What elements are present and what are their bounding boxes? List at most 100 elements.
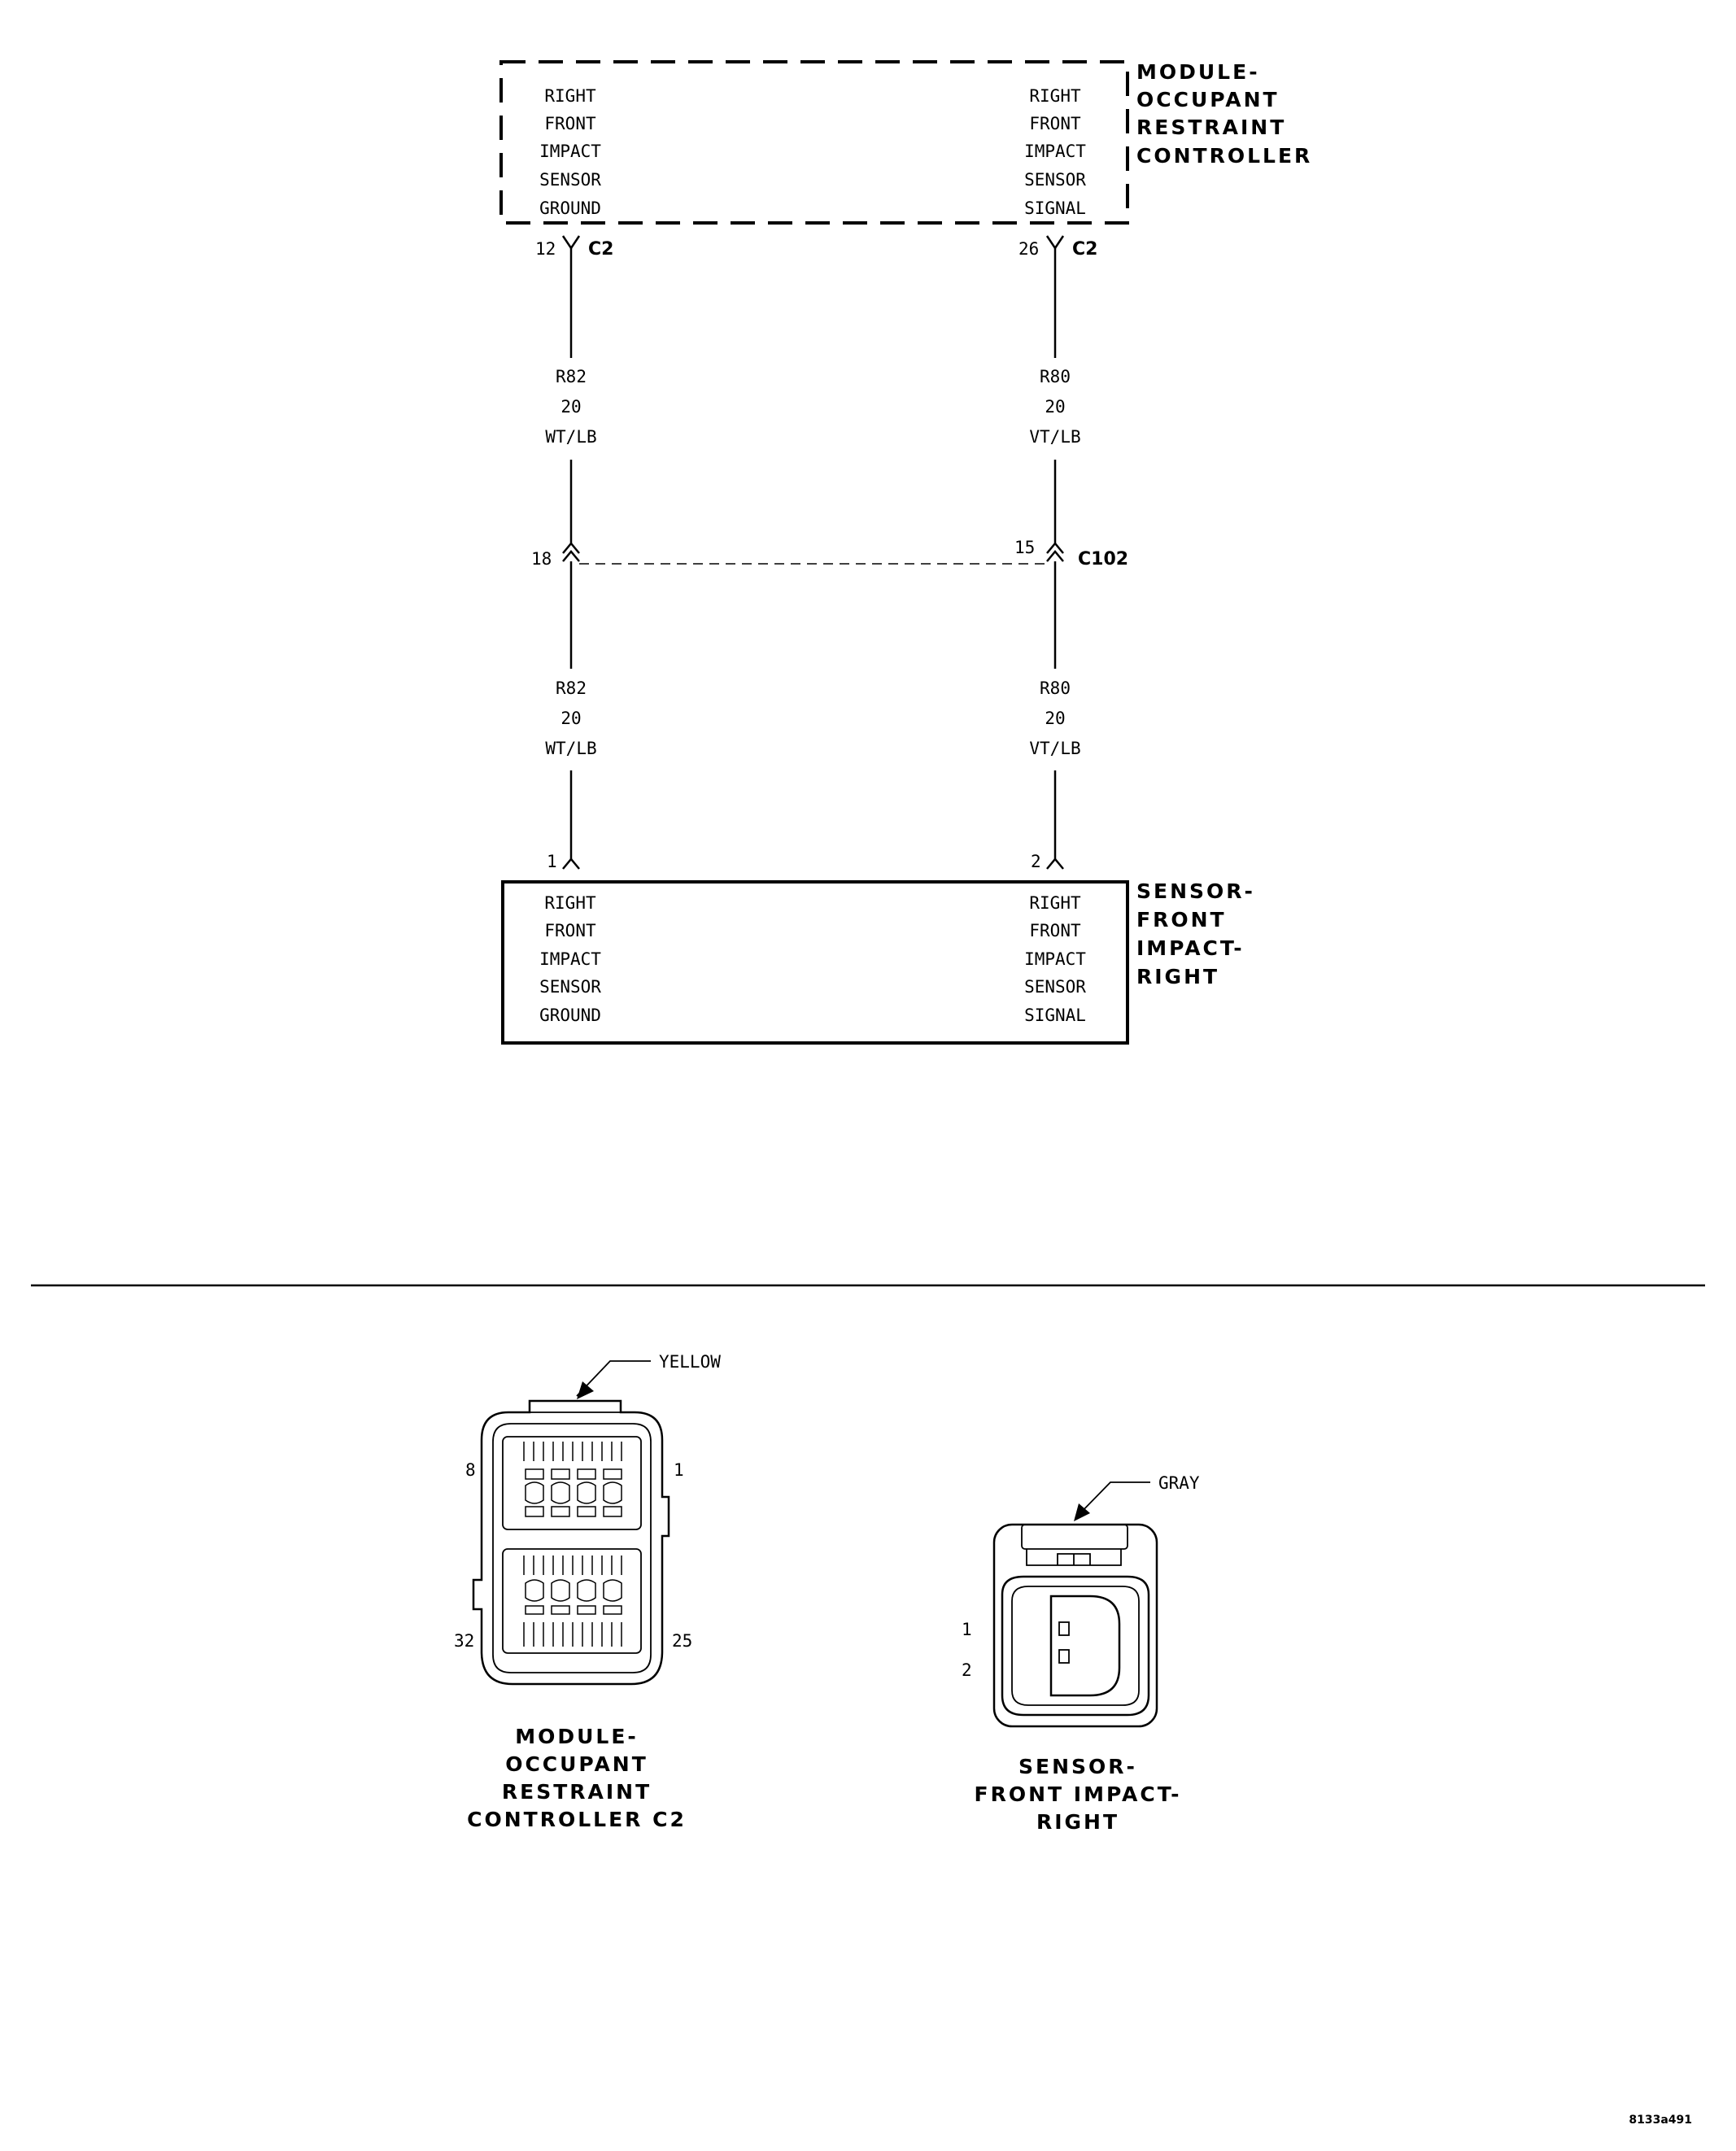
wire-gauge: 20 xyxy=(1045,709,1065,728)
sensor-left-line: FRONT xyxy=(544,921,596,940)
caption-line: RIGHT xyxy=(1036,1810,1119,1834)
module-right-line: RIGHT xyxy=(1029,86,1081,106)
connector-view-sensor: GRAY 1 2 SENSOR- FRONT IMPACT- RIGHT xyxy=(962,1473,1200,1834)
pin-number: 2 xyxy=(962,1660,972,1680)
caption-line: MODULE- xyxy=(515,1725,639,1748)
pin-number: 1 xyxy=(962,1620,972,1639)
pin-number: 18 xyxy=(531,549,552,569)
callout-leader xyxy=(576,1360,651,1397)
pin-number: 32 xyxy=(454,1631,474,1651)
sensor-title-line: IMPACT- xyxy=(1136,936,1245,960)
wire-color: WT/LB xyxy=(545,427,596,447)
sensor-signal-label: RIGHT FRONT IMPACT SENSOR SIGNAL xyxy=(1024,893,1086,1025)
wire-label-r82-lower: R82 20 WT/LB xyxy=(545,678,596,758)
callout-arrow xyxy=(1074,1503,1090,1521)
pin-terminal-symbol xyxy=(562,857,580,870)
connector-shroud-inner xyxy=(1011,1586,1140,1706)
module-title-line: CONTROLLER xyxy=(1136,144,1312,168)
terminal-keyway xyxy=(1049,1595,1121,1697)
wire-gauge: 20 xyxy=(1045,397,1065,417)
module-title-line: OCCUPANT xyxy=(1136,88,1280,111)
connector-name: C102 xyxy=(1078,549,1128,569)
connector-name: C2 xyxy=(1072,239,1097,260)
pin-number: 12 xyxy=(535,239,556,259)
pin-terminal-symbol xyxy=(1046,857,1064,870)
wire-circuit: R80 xyxy=(1040,678,1071,698)
sensor-right-line: SIGNAL xyxy=(1024,1006,1086,1025)
sensor-right-line: IMPACT xyxy=(1024,949,1086,969)
connector-shroud xyxy=(1001,1575,1150,1717)
cavity-ribs-mid xyxy=(523,1555,622,1575)
module-left-line: RIGHT xyxy=(544,86,596,106)
cavity-block-lower xyxy=(502,1548,642,1654)
latch-detail xyxy=(1026,1549,1122,1566)
connector-color: YELLOW xyxy=(659,1352,721,1372)
sensor-box-outline xyxy=(501,880,1129,1045)
connector-name: C2 xyxy=(588,239,613,260)
module-pin-right: 26 C2 xyxy=(1018,235,1097,260)
caption-line: FRONT IMPACT- xyxy=(975,1782,1182,1806)
connector-color: GRAY xyxy=(1158,1473,1200,1493)
sensor-left-line: RIGHT xyxy=(544,893,596,913)
connector-latch xyxy=(1021,1524,1128,1550)
figure-id: 8133a491 xyxy=(1629,2114,1692,2127)
cavity-ribs-bottom xyxy=(523,1622,622,1647)
connector-symbol-left xyxy=(562,542,580,562)
pin-terminal-symbol xyxy=(561,235,581,251)
pin-number: 8 xyxy=(465,1460,476,1480)
connector-symbol-right xyxy=(1046,542,1064,562)
module-left-line: GROUND xyxy=(539,199,601,218)
pin-number: 26 xyxy=(1018,239,1039,259)
wire-color: VT/LB xyxy=(1029,427,1080,447)
pin-number: 1 xyxy=(547,852,557,871)
sensor-front-impact-right: RIGHT FRONT IMPACT SENSOR GROUND RIGHT F… xyxy=(501,879,1255,1045)
wire-label-r82-upper: R82 20 WT/LB xyxy=(545,367,596,447)
pin-number: 25 xyxy=(672,1631,692,1651)
wire-label-r80-lower: R80 20 VT/LB xyxy=(1029,678,1080,758)
wire-circuit: R80 xyxy=(1040,367,1071,386)
wire-circuit: R82 xyxy=(556,367,587,386)
module-title: MODULE- OCCUPANT RESTRAINT CONTROLLER xyxy=(1136,60,1312,168)
module-box-outline xyxy=(499,60,1129,225)
caption-line: CONTROLLER C2 xyxy=(467,1808,687,1831)
module-signal-label: RIGHT FRONT IMPACT SENSOR SIGNAL xyxy=(1024,86,1086,218)
sensor-ground-label: RIGHT FRONT IMPACT SENSOR GROUND xyxy=(539,893,601,1025)
inline-connector-c102: 18 15 C102 xyxy=(531,538,1128,569)
connector-housing-outer xyxy=(472,1399,670,1686)
pin-number: 1 xyxy=(674,1460,684,1480)
module-left-line: IMPACT xyxy=(539,142,601,161)
caption-line: OCCUPANT xyxy=(505,1752,648,1776)
caption-line: RESTRAINT xyxy=(502,1780,652,1804)
sensor-title: SENSOR- FRONT IMPACT- RIGHT xyxy=(1136,879,1255,988)
sensor-title-line: SENSOR- xyxy=(1136,879,1255,903)
module-pin-left: 12 C2 xyxy=(535,235,613,260)
cavity-pins-row1 xyxy=(525,1468,622,1480)
cavity-ribs-top xyxy=(523,1442,622,1461)
terminal-cavity-1 xyxy=(1058,1621,1070,1636)
module-right-line: FRONT xyxy=(1029,114,1081,133)
pin-number: 15 xyxy=(1014,538,1035,557)
cavity-rows xyxy=(523,1442,622,1647)
cavity-pins-row5 xyxy=(525,1605,622,1615)
sensor-right-line: FRONT xyxy=(1029,921,1081,940)
module-right-line: SENSOR xyxy=(1024,170,1086,190)
sensor-pin-left: 1 xyxy=(547,852,580,871)
callout-leader xyxy=(1075,1481,1150,1519)
wire-gauge: 20 xyxy=(560,709,581,728)
callout-arrow xyxy=(577,1381,594,1399)
connector-caption: MODULE- OCCUPANT RESTRAINT CONTROLLER C2 xyxy=(467,1725,687,1831)
sensor-left-line: IMPACT xyxy=(539,949,601,969)
cavity-pins-row4 xyxy=(525,1579,622,1602)
module-ground-label: RIGHT FRONT IMPACT SENSOR GROUND xyxy=(539,86,601,218)
sensor-left-line: SENSOR xyxy=(539,977,601,997)
module-occupant-restraint-controller: RIGHT FRONT IMPACT SENSOR GROUND RIGHT F… xyxy=(499,60,1312,225)
pin-terminal-symbol xyxy=(1045,235,1065,251)
wire-color: VT/LB xyxy=(1029,739,1080,758)
pin-number: 2 xyxy=(1031,852,1041,871)
wire-gauge: 20 xyxy=(560,397,581,417)
color-callout: GRAY xyxy=(1074,1473,1200,1521)
sensor-pin-right: 2 xyxy=(1031,852,1064,871)
caption-line: SENSOR- xyxy=(1018,1755,1137,1778)
connector-housing-inner xyxy=(492,1423,652,1673)
